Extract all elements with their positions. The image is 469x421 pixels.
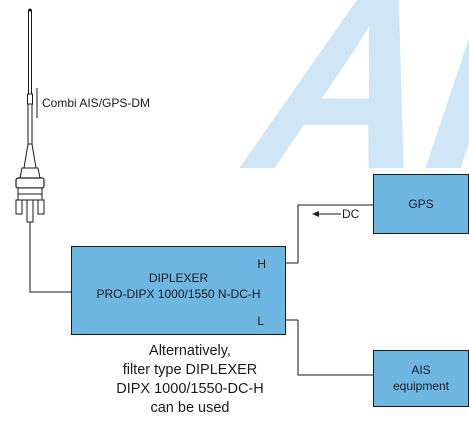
ais-equipment-label: equipment xyxy=(392,379,450,393)
diplexer-port-h: H xyxy=(257,257,266,271)
gps-cable xyxy=(297,204,373,263)
note-line-4: can be used xyxy=(150,400,230,416)
note-line-3: DIPX 1000/1550-DC-H xyxy=(116,381,264,397)
note-line-1: Alternatively, xyxy=(149,343,231,359)
ais-cable xyxy=(297,320,373,376)
antenna-cable xyxy=(29,222,71,293)
gps-label: GPS xyxy=(408,197,434,211)
antenna-icon xyxy=(15,8,45,223)
antenna-label: Combi AIS/GPS-DM xyxy=(42,96,151,110)
diplexer-model: PRO-DIPX 1000/1550 N-DC-H xyxy=(96,287,261,301)
diplexer-port-l: L xyxy=(257,314,264,328)
gps-box: GPS xyxy=(373,174,469,234)
dc-label: DC xyxy=(342,207,360,221)
ais-equipment-box: AIS equipment xyxy=(373,350,469,407)
diplexer-box: DIPLEXER PRO-DIPX 1000/1550 N-DC-H H L xyxy=(71,246,286,335)
note-line-2: filter type DIPLEXER xyxy=(122,362,258,378)
dc-arrow-head xyxy=(312,211,319,217)
ais-label: AIS xyxy=(411,363,431,377)
diplexer-title: DIPLEXER xyxy=(148,271,209,285)
